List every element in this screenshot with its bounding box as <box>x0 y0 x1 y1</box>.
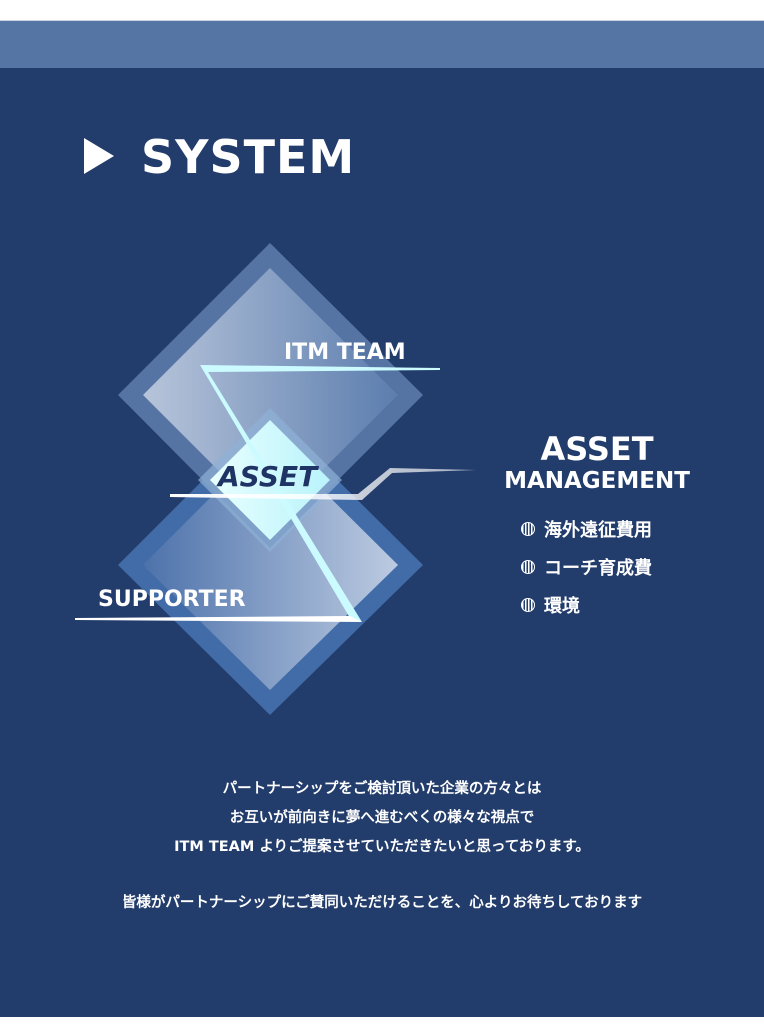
bullet-icon <box>521 560 535 574</box>
message-line: ITM TEAM よりご提案させていただきたいと思っております。 <box>174 839 590 855</box>
message-line: パートナーシップをご検討頂いた企業の方々とは <box>222 781 542 797</box>
asset-items-list: 海外遠征費用 コーチ育成費 環境 <box>521 510 652 624</box>
list-item: 環境 <box>521 586 652 624</box>
supporter-label: SUPPORTER <box>98 587 246 612</box>
asset-management-title: ASSET <box>540 430 654 468</box>
asset-line <box>170 468 476 500</box>
supporter-line <box>75 616 362 622</box>
asset-management-subtitle: MANAGEMENT <box>504 468 690 494</box>
list-item: 海外遠征費用 <box>521 510 652 548</box>
itm-line <box>200 365 440 372</box>
page-title: SYSTEM <box>141 130 356 184</box>
bullet-icon <box>521 598 535 612</box>
list-item: コーチ育成費 <box>521 548 652 586</box>
bullet-icon <box>521 522 535 536</box>
itm-team-label: ITM TEAM <box>284 340 406 365</box>
supporter-diamond-inner <box>143 438 398 690</box>
message-line: お互いが前向きに夢へ進むべくの様々な視点で <box>229 810 535 826</box>
closing-message: 皆様がパートナーシップにご賛同いただけることを、心よりお待ちしております <box>121 895 643 911</box>
play-triangle-icon <box>84 138 114 174</box>
z-line <box>200 365 362 622</box>
top-band <box>0 20 764 69</box>
itm-diamond-inner <box>143 268 398 522</box>
asset-label: ASSET <box>218 460 318 493</box>
